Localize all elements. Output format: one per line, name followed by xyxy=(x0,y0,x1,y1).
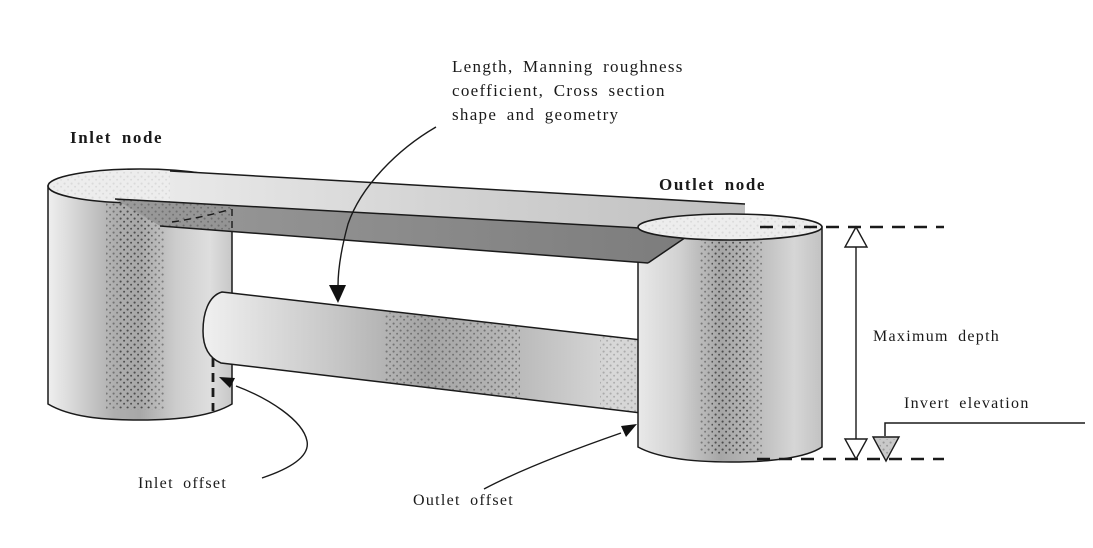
conduit-properties-label: Length, Manning roughness coefficient, C… xyxy=(452,55,684,127)
inlet-offset-leader-arrow xyxy=(219,377,308,479)
invert-elevation-marker xyxy=(871,422,1085,463)
conduit-properties-line-3: shape and geometry xyxy=(452,105,620,124)
conduit-properties-line-1: Length, Manning roughness xyxy=(452,57,684,76)
inlet-offset-label: Inlet offset xyxy=(138,475,228,492)
inlet-rim-hidden-edge xyxy=(171,208,233,228)
outlet-offset-leader-arrow xyxy=(483,424,637,490)
ground-surface-top-face xyxy=(170,171,745,241)
max-depth-dimension-arrow xyxy=(843,225,869,461)
inlet-node-label: Inlet node xyxy=(70,128,164,147)
conduit-pipe xyxy=(202,291,651,415)
conduit-properties-line-2: coefficient, Cross section xyxy=(452,81,666,100)
outlet-offset-label: Outlet offset xyxy=(413,492,515,509)
ground-surface-side-face xyxy=(115,199,695,263)
outlet-node-rim xyxy=(637,213,823,241)
pipe-stipple-shading xyxy=(385,312,520,399)
ground-surface-band xyxy=(114,170,746,264)
conduit-properties-leader-arrow xyxy=(329,126,437,303)
invert-elevation-label: Invert elevation xyxy=(904,395,1030,412)
outlet-node-cylinder xyxy=(637,226,823,463)
maximum-depth-label: Maximum depth xyxy=(873,328,1001,345)
outlet-node-label: Outlet node xyxy=(659,175,767,194)
